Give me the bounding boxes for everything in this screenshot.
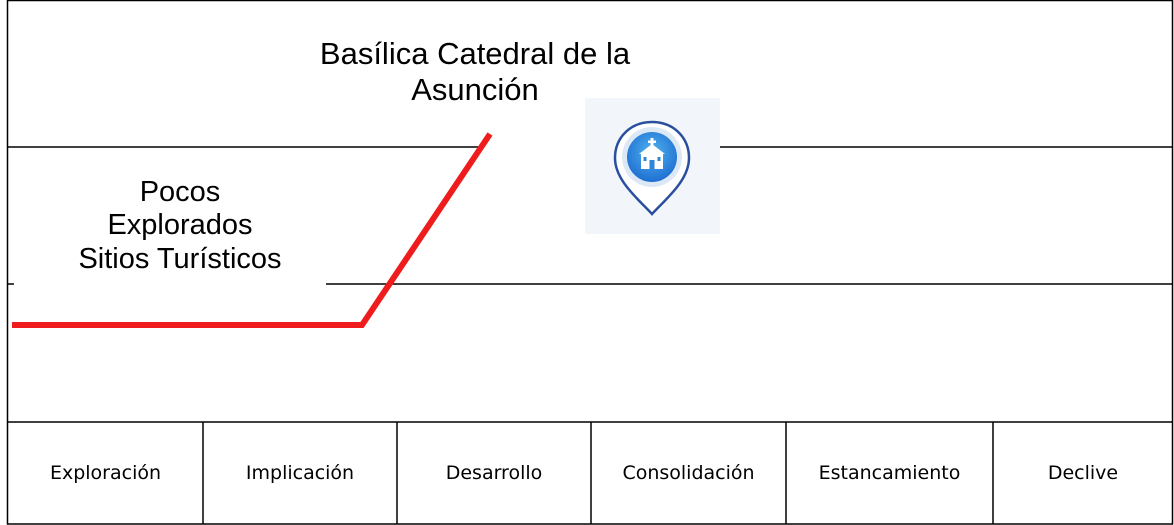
stage-implicacion: Implicación <box>245 462 355 484</box>
site-title: Basílica Catedral de la Asunción <box>270 36 680 107</box>
site-title-line-1: Basílica Catedral de la <box>319 36 631 71</box>
site-title-line-2: Asunción <box>411 71 539 107</box>
stage-desarrollo: Desarrollo <box>445 462 543 484</box>
stage-estancamiento: Estancamiento <box>818 462 961 484</box>
stage-consolidacion: Consolidación <box>622 462 755 484</box>
left-label-line-3: Sitios Turísticos <box>78 242 282 275</box>
stage-exploracion: Exploración <box>49 462 162 484</box>
left-label-line-2: Explorados <box>107 209 253 242</box>
church-location-pin-icon <box>585 98 720 234</box>
outer-frame <box>6 0 1174 525</box>
stage-declive: Declive <box>1047 462 1119 484</box>
left-label-line-1: Pocos <box>139 176 221 208</box>
red-curve <box>12 132 493 328</box>
left-label: Pocos Explorados Sitios Turísticos <box>26 176 334 277</box>
